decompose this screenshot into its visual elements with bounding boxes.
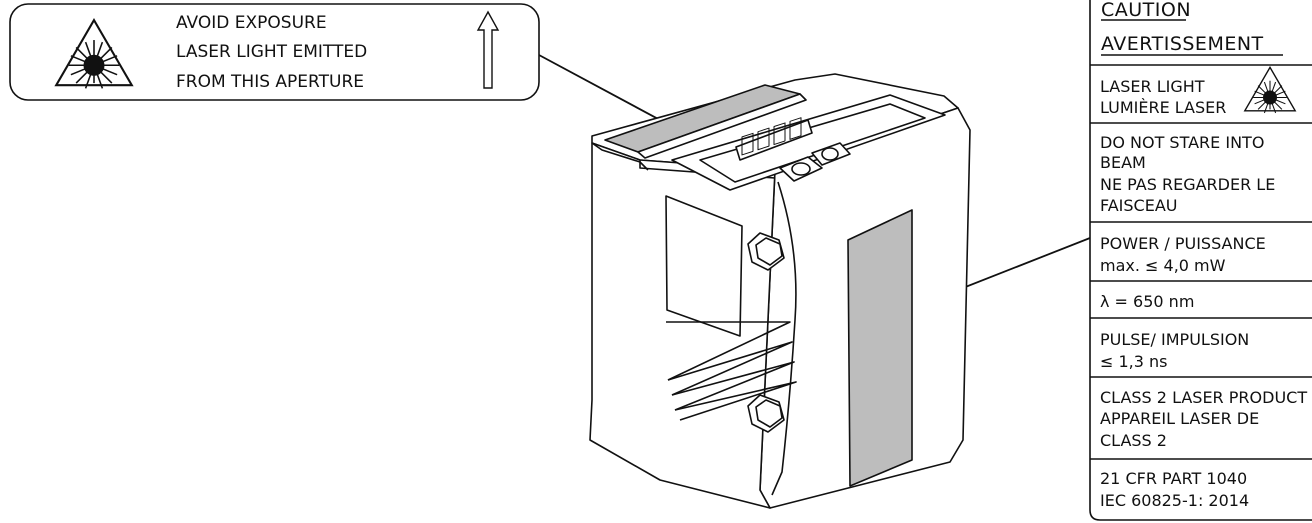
pulse-line2: ≤ 1,3 ns — [1100, 352, 1168, 371]
up-arrow-icon — [476, 10, 500, 89]
class-line3: CLASS 2 — [1100, 431, 1167, 450]
aperture-label-line2: LASER LIGHT EMITTED — [176, 42, 367, 62]
power-line2: max. ≤ 4,0 mW — [1100, 256, 1226, 275]
aperture-label-line1: AVOID EXPOSURE — [176, 13, 327, 33]
caution-title: CAUTION — [1101, 0, 1191, 21]
stare-line1: DO NOT STARE INTO — [1100, 133, 1264, 152]
class-line1: CLASS 2 LASER PRODUCT — [1100, 388, 1307, 407]
class-line2: APPAREIL LASER DE — [1100, 409, 1259, 428]
stare-line3: NE PAS REGARDER LE — [1100, 175, 1275, 194]
caution-title-fr: AVERTISSEMENT — [1101, 33, 1264, 55]
laser-sensor-device — [589, 73, 971, 509]
laser-light-line1: LASER LIGHT — [1100, 77, 1205, 96]
pulse-line1: PULSE/ IMPULSION — [1100, 330, 1249, 349]
std-line1: 21 CFR PART 1040 — [1100, 469, 1247, 488]
wavelength: λ = 650 nm — [1100, 292, 1194, 311]
laser-warning-icon — [1244, 66, 1296, 114]
std-line2: IEC 60825-1: 2014 — [1100, 491, 1249, 510]
laser-light-line2: LUMIÈRE LASER — [1100, 98, 1226, 117]
stare-line4: FAISCEAU — [1100, 196, 1178, 215]
aperture-warning-label: AVOID EXPOSURE LASER LIGHT EMITTED FROM … — [9, 3, 540, 101]
aperture-label-line3: FROM THIS APERTURE — [176, 72, 364, 92]
power-line1: POWER / PUISSANCE — [1100, 234, 1266, 253]
stare-line2: BEAM — [1100, 153, 1146, 172]
caution-label: CAUTION AVERTISSEMENT LASER LIGHT LUMIÈR… — [1089, 0, 1312, 521]
